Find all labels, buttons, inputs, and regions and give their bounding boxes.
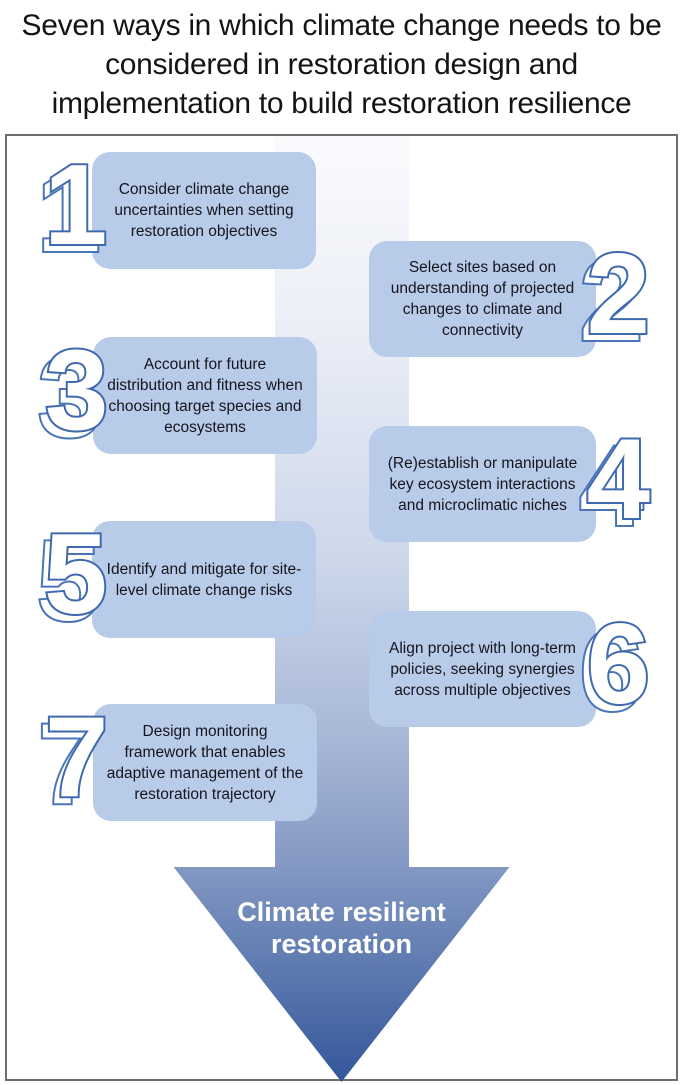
step-2-box: Select sites based on understanding of p… xyxy=(369,241,596,357)
step-3-number-glyph: 3 xyxy=(43,327,110,454)
step-4-text: (Re)establish or manipulate key ecosyste… xyxy=(387,454,578,514)
step-5: 5 5 Identify and mitigate for site-level… xyxy=(35,516,316,641)
step-1-text: Consider climate change uncertainties wh… xyxy=(114,181,294,240)
step-7-number-shadow: 7 xyxy=(36,701,103,828)
step-2-text: Select sites based on understanding of p… xyxy=(390,259,575,339)
step-6-number: 6 6 xyxy=(578,606,652,731)
step-1-number: 1 1 xyxy=(35,147,109,272)
step-6: 6 6 Align project with long-term policie… xyxy=(369,606,652,731)
step-3-number: 3 3 xyxy=(36,332,110,457)
step-6-text: Align project with long-term policies, s… xyxy=(389,639,576,699)
step-7-text: Design monitoring framework that enables… xyxy=(106,722,304,803)
step-1-box: Consider climate change uncertainties wh… xyxy=(92,152,316,269)
step-1-number-glyph: 1 xyxy=(42,142,109,269)
step-5-number: 5 5 xyxy=(35,516,109,641)
step-5-number-shadow: 5 xyxy=(35,518,102,645)
step-1: 1 1 Consider climate change uncertaintie… xyxy=(35,147,316,272)
step-2-number: 2 2 xyxy=(578,236,652,361)
step-6-number-glyph: 6 xyxy=(585,601,652,728)
step-6-number-shadow: 6 xyxy=(578,608,645,735)
step-7-box: Design monitoring framework that enables… xyxy=(93,704,317,821)
step-7-number: 7 7 xyxy=(36,699,110,824)
step-7-number-glyph: 7 xyxy=(43,694,110,821)
step-4: 4 4 (Re)establish or manipulate key ecos… xyxy=(369,421,652,546)
step-3: 3 3 Account for future distribution and … xyxy=(36,332,317,457)
step-4-number-glyph: 4 xyxy=(585,416,652,543)
page-title: Seven ways in which climate change needs… xyxy=(21,9,662,120)
step-5-text: Identify and mitigate for site-level cli… xyxy=(106,560,302,599)
step-2-number-shadow: 2 xyxy=(578,238,645,365)
step-3-text: Account for future distribution and fitn… xyxy=(107,355,303,436)
step-5-number-glyph: 5 xyxy=(42,511,109,638)
step-4-box: (Re)establish or manipulate key ecosyste… xyxy=(369,426,596,542)
step-3-number-shadow: 3 xyxy=(36,334,103,461)
step-7: 7 7 Design monitoring framework that ena… xyxy=(36,699,317,824)
step-2-number-glyph: 2 xyxy=(585,231,652,358)
step-4-number-shadow: 4 xyxy=(578,423,645,550)
step-4-number: 4 4 xyxy=(578,421,652,546)
step-2: 2 2 Select sites based on understanding … xyxy=(369,236,652,361)
diagram-panel: Climate resilient restoration 1 1 Consid… xyxy=(5,134,678,1082)
step-3-box: Account for future distribution and fitn… xyxy=(93,337,317,454)
arrow-label: Climate resilient restoration xyxy=(237,897,446,959)
step-5-box: Identify and mitigate for site-level cli… xyxy=(92,521,316,638)
step-1-number-shadow: 1 xyxy=(35,149,102,276)
step-6-box: Align project with long-term policies, s… xyxy=(369,611,596,727)
